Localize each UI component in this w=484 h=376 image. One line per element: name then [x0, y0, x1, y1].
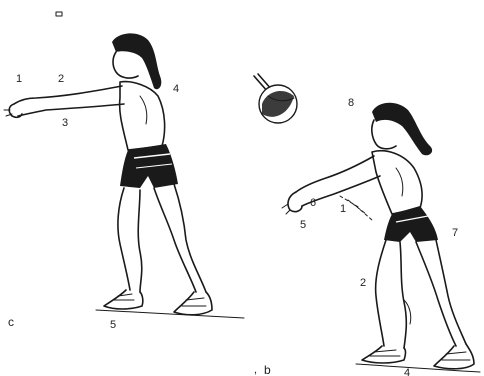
small-mark — [56, 12, 62, 16]
upper-arm-b — [296, 156, 374, 192]
shorts-b — [384, 206, 438, 242]
hands-b — [288, 192, 302, 212]
label-b-8: 8 — [348, 97, 354, 109]
torso-c — [120, 82, 165, 150]
label-b-1: 1 — [340, 203, 346, 215]
head-b — [372, 120, 396, 149]
panel-label-b: b — [264, 363, 271, 376]
label-c-5: 5 — [110, 319, 116, 331]
shoe-left-b — [362, 346, 406, 363]
label-b-4: 4 — [404, 367, 410, 376]
shorts-c — [120, 144, 178, 188]
volleyball — [254, 74, 297, 123]
hair-c — [112, 33, 161, 89]
lower-arm-c — [18, 104, 124, 116]
shoe-front-c — [174, 292, 212, 315]
label-b-5: 5 — [300, 219, 306, 231]
upper-arm-c — [14, 86, 122, 104]
rear-leg-c — [118, 188, 130, 290]
label-c-3: 3 — [62, 117, 68, 129]
label-c-4: 4 — [173, 83, 179, 95]
front-leg-c — [154, 188, 196, 292]
label-b-6: 6 — [310, 197, 316, 209]
torso-b — [372, 151, 422, 214]
player-figure-c — [4, 33, 244, 318]
panel-label-c: c — [8, 315, 14, 329]
dot-mark: , — [254, 364, 257, 376]
ground-c — [96, 310, 244, 318]
label-c-1: 1 — [16, 73, 22, 85]
player-figure-b — [282, 103, 480, 372]
right-leg-b — [416, 242, 456, 346]
label-b-2: 2 — [360, 277, 366, 289]
shoe-right-b — [434, 344, 474, 369]
label-b-7: 7 — [452, 227, 458, 239]
head-c — [113, 52, 138, 78]
left-leg-b — [376, 240, 386, 346]
label-c-2: 2 — [58, 73, 64, 85]
